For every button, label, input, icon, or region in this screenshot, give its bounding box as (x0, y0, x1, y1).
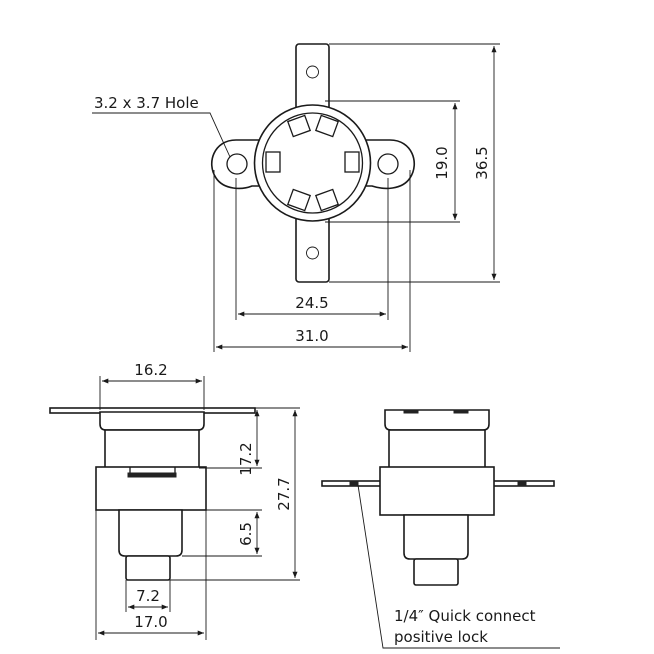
hole-leader-line (92, 112, 231, 158)
connector-label-line2: positive lock (394, 628, 488, 646)
front-upper-body (104, 429, 200, 469)
hole-label: 3.2 x 3.7 Hole (94, 94, 199, 112)
side-middle-block (379, 466, 495, 516)
side-upper-body (388, 429, 486, 469)
side-bottom-knob (413, 558, 459, 586)
side-cap (384, 409, 490, 431)
flange-width-label: 31.0 (295, 327, 328, 345)
side-lower-stem (403, 514, 469, 560)
top-view: 3.2 x 3.7 Hole 19.0 36.5 24.5 31.0 (92, 43, 500, 352)
inner-height-label: 19.0 (433, 146, 451, 179)
connector-label-line1: 1/4″ Quick connect (394, 607, 536, 625)
front-clip (127, 472, 177, 478)
top-terminal-tab (295, 43, 330, 115)
overall-height-label: 27.7 (275, 477, 293, 510)
lower-height-label: 6.5 (237, 522, 255, 546)
side-view: 1/4″ Quick connect positive lock (321, 409, 560, 649)
upper-height-label: 17.2 (237, 442, 255, 475)
ring-notches (265, 114, 360, 212)
base-width-label: 17.0 (134, 613, 167, 631)
housing-outer-circle (253, 104, 372, 222)
stem-width-label: 7.2 (136, 587, 160, 605)
front-lower-stem (118, 509, 183, 557)
cap-width-label: 16.2 (134, 361, 167, 379)
left-mounting-hole (226, 153, 248, 175)
total-height-label: 36.5 (473, 146, 491, 179)
right-mounting-hole (377, 153, 399, 175)
front-cap (99, 411, 205, 431)
front-bottom-knob (125, 555, 171, 581)
hole-spacing-label: 24.5 (295, 294, 328, 312)
front-view: 16.2 17.2 27.7 6.5 7.2 17.0 (49, 361, 300, 640)
connector-leader-line (357, 484, 560, 649)
